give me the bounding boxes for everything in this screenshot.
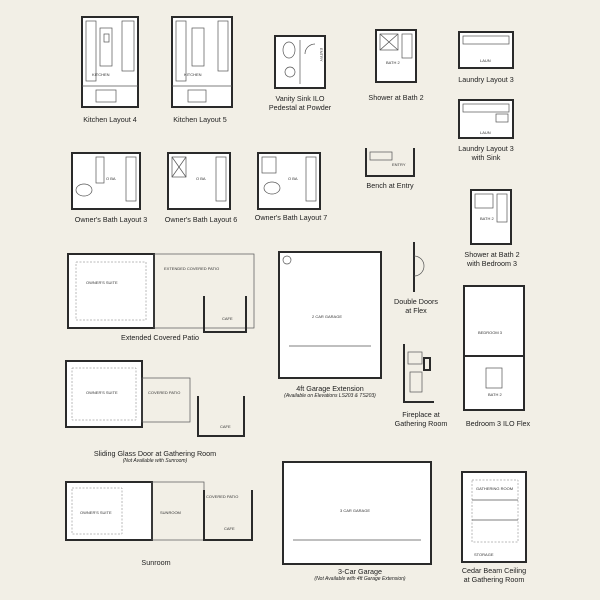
kitchen-5-caption-text: Kitchen Layout 5 <box>173 115 227 124</box>
three-car-garage-plan: 3 CAR GARAGE <box>282 461 432 565</box>
extended-covered-patio-plan: OWNER'S SUITE EXTENDED COVERED PATIO CAF… <box>67 253 255 333</box>
laundry3-caption-text: Laundry Layout 3 <box>458 75 514 84</box>
caption-laundry-3-sink: Laundry Layout 3 with Sink <box>436 144 536 162</box>
cedar-caption-line2: at Gathering Room <box>463 575 525 584</box>
owners-bath3-oba-label: O BA <box>106 176 116 181</box>
sliding-note-text: (Not Available with Sunroom) <box>122 458 188 464</box>
kitchen-4-room-label: KITCHEN <box>92 72 110 77</box>
owners-bath-3-plan: O BA <box>71 152 141 210</box>
shower-bed3-caption-line2: with Bedroom 3 <box>467 259 517 268</box>
bed3-flex-bath2-label: BATH 2 <box>488 392 502 397</box>
owners-bath6-oba-label: O BA <box>196 176 206 181</box>
kitchen-5-room-label: KITCHEN <box>184 72 202 77</box>
sunroom-room-label: SUNROOM <box>160 510 181 515</box>
bedroom-3-flex-plan: BEDROOM 3 BATH 2 <box>463 285 525 411</box>
ext-patio-caption-text: Extended Covered Patio <box>121 333 199 342</box>
sunroom-cafe-label: CAFE <box>224 526 235 531</box>
caption-fireplace: Fireplace at Gathering Room <box>376 410 466 428</box>
laundry3sink-laun-label: LAUN <box>480 130 491 135</box>
caption-sunroom: Sunroom <box>106 558 206 567</box>
kitchen-4-caption-text: Kitchen Layout 4 <box>83 115 137 124</box>
shower-bed3-bath2-label: BATH 2 <box>480 216 494 221</box>
kitchen-layout-4-plan: KITCHEN <box>81 16 139 108</box>
caption-kitchen-layout-4: Kitchen Layout 4 <box>60 115 160 124</box>
laundry3sink-caption-line1: Laundry Layout 3 <box>458 144 514 153</box>
sliding-owners-suite-label: OWNER'S SUITE <box>86 390 118 395</box>
fireplace-caption-line2: Gathering Room <box>394 419 448 428</box>
vanity-caption-line1: Vanity Sink ILO <box>275 94 325 103</box>
owners-bath-7-plan: O BA <box>257 152 321 210</box>
caption-garage-extension: 4ft Garage Extension (Available on Eleva… <box>260 384 400 400</box>
caption-three-car-garage: 3-Car Garage (Not Available with 4ft Gar… <box>290 567 430 583</box>
shower-bath2-caption-text: Shower at Bath 2 <box>368 93 424 102</box>
laundry3sink-caption-line2: with Sink <box>471 153 501 162</box>
owners-bath-6-plan: O BA <box>167 152 231 210</box>
shower-bath-2-plan: BATH 2 <box>375 29 417 83</box>
laundry-layout-3-plan: LAUN <box>458 31 514 69</box>
bed3-flex-caption-text: Bedroom 3 ILO Flex <box>465 419 531 428</box>
ext-patio-owners-suite-label: OWNER'S SUITE <box>86 280 118 285</box>
caption-bench-entry: Bench at Entry <box>340 181 440 190</box>
three-car-garage-label: 3 CAR GARAGE <box>340 508 370 513</box>
shower-bath2-label: BATH 2 <box>386 60 400 65</box>
vanity-sink-plan: ENTRY <box>274 35 326 89</box>
caption-shower-bed3: Shower at Bath 2 with Bedroom 3 <box>442 250 542 268</box>
garage-ext-note-text: (Available on Elevations LS203 & TS203) <box>284 393 376 399</box>
cedar-gathering-room-label: GATHERING ROOM <box>476 486 513 491</box>
caption-bedroom-3-flex: Bedroom 3 ILO Flex <box>448 419 548 428</box>
shower-bath-2-bed3-plan: BATH 2 <box>470 189 512 245</box>
fireplace-plan <box>403 344 434 403</box>
ext-patio-cafe-label: CAFE <box>222 316 233 321</box>
caption-cedar-beam: Cedar Beam Ceiling at Gathering Room <box>444 566 544 584</box>
laundry3-laun-label: LAUN <box>480 58 491 63</box>
caption-owners-bath-3: Owner's Bath Layout 3 <box>56 215 166 224</box>
caption-extended-covered-patio: Extended Covered Patio <box>100 333 220 342</box>
caption-sliding-glass-door: Sliding Glass Door at Gathering Room (No… <box>70 449 240 465</box>
caption-vanity: Vanity Sink ILO Pedestal at Powder <box>250 94 350 112</box>
double-doors-caption-line1: Double Doors <box>394 297 438 306</box>
caption-kitchen-layout-5: Kitchen Layout 5 <box>150 115 250 124</box>
caption-owners-bath-7: Owner's Bath Layout 7 <box>236 213 346 222</box>
double-doors-flex-plan <box>413 242 425 292</box>
bench-caption-text: Bench at Entry <box>366 181 414 190</box>
vanity-caption-line2: Pedestal at Powder <box>268 103 332 112</box>
sliding-glass-door-plan: OWNER'S SUITE COVERED PATIO CAFE <box>65 360 245 437</box>
sunroom-owners-suite-label: OWNER'S SUITE <box>80 510 112 515</box>
fireplace-caption-line1: Fireplace at <box>402 410 440 419</box>
sliding-cafe-label: CAFE <box>220 424 231 429</box>
laundry-layout-3-sink-plan: LAUN <box>458 99 514 139</box>
cedar-caption-line1: Cedar Beam Ceiling <box>461 566 527 575</box>
sunroom-caption-text: Sunroom <box>141 558 171 567</box>
sliding-caption-text: Sliding Glass Door at Gathering Room <box>93 449 217 458</box>
bed3-flex-bedroom-label: BEDROOM 3 <box>478 330 503 335</box>
shower-bed3-caption-line1: Shower at Bath 2 <box>464 250 520 259</box>
double-doors-caption-line2: at Flex <box>405 306 427 315</box>
two-car-garage-label: 2 CAR GARAGE <box>312 314 342 319</box>
owners-bath3-caption-text: Owner's Bath Layout 3 <box>74 215 148 224</box>
vanity-entry-label: ENTRY <box>319 48 324 62</box>
sunroom-covered-patio-label: COVERED PATIO <box>206 494 238 499</box>
bench-entry-plan: ENTRY <box>365 148 415 177</box>
sunroom-plan: OWNER'S SUITE SUNROOM COVERED PATIO CAFE <box>65 481 253 541</box>
three-car-note-text: (Not Available with 4ft Garage Extension… <box>314 576 406 582</box>
caption-shower-bath-2: Shower at Bath 2 <box>346 93 446 102</box>
owners-bath7-oba-label: O BA <box>288 176 298 181</box>
caption-laundry-3: Laundry Layout 3 <box>436 75 536 84</box>
cedar-storage-label: STORAGE <box>474 552 494 557</box>
caption-double-doors: Double Doors at Flex <box>376 297 456 315</box>
owners-bath7-caption-text: Owner's Bath Layout 7 <box>254 213 328 222</box>
garage-extension-plan: 2 CAR GARAGE <box>278 251 382 379</box>
owners-bath6-caption-text: Owner's Bath Layout 6 <box>164 215 238 224</box>
sliding-covered-patio-label: COVERED PATIO <box>148 390 180 395</box>
ext-patio-label: EXTENDED COVERED PATIO <box>164 266 219 271</box>
kitchen-layout-5-plan: KITCHEN <box>171 16 233 108</box>
caption-owners-bath-6: Owner's Bath Layout 6 <box>146 215 256 224</box>
cedar-beam-ceiling-plan: GATHERING ROOM STORAGE <box>461 471 527 563</box>
bench-entry-label: ENTRY <box>392 162 406 167</box>
three-car-caption-text: 3-Car Garage <box>338 567 382 576</box>
garage-ext-caption-text: 4ft Garage Extension <box>296 384 364 393</box>
